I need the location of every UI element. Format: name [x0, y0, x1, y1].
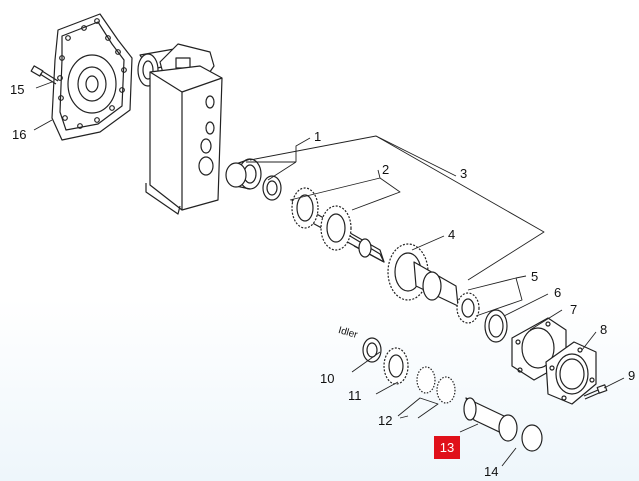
- callout-3: 3: [460, 166, 468, 181]
- callout-2: 2: [382, 162, 390, 177]
- part-5-bearing-right[interactable]: [456, 292, 480, 324]
- callout-5: 5: [531, 269, 539, 284]
- callout-4: 4: [448, 227, 456, 242]
- callout-12: 12: [378, 413, 393, 428]
- leader-lines: [33, 81, 625, 467]
- callout-1: 1: [314, 129, 322, 144]
- gearbox-housing: [137, 43, 223, 215]
- callout-13-selected[interactable]: 13: [434, 436, 460, 459]
- part-13-idler-shaft[interactable]: [463, 397, 518, 442]
- part-15-screw[interactable]: [30, 65, 59, 85]
- callout-6: 6: [554, 285, 562, 300]
- callout-14: 14: [484, 464, 499, 479]
- callout-9: 9: [628, 368, 636, 383]
- callout-10: 10: [320, 371, 335, 386]
- part-8-cover-plate[interactable]: [545, 341, 597, 405]
- part-12-needle-bearings[interactable]: [416, 366, 456, 404]
- callout-11: 11: [348, 388, 362, 403]
- part-16-mounting-plate[interactable]: [51, 13, 133, 141]
- callout-16: 16: [12, 127, 27, 142]
- part-10-washer[interactable]: [362, 337, 382, 363]
- part-1-bearing-left[interactable]: [225, 158, 282, 201]
- callout-8: 8: [600, 322, 608, 337]
- part-11-idler-gear[interactable]: [383, 347, 409, 385]
- part-9-bolt[interactable]: [583, 384, 608, 400]
- part-4-large-gear[interactable]: [387, 243, 459, 307]
- callout-15: 15: [10, 82, 25, 97]
- part-6-ring[interactable]: [484, 309, 508, 343]
- part-2-gear-cluster[interactable]: [291, 187, 385, 263]
- callout-7: 7: [570, 302, 578, 317]
- part-14-o-ring[interactable]: [521, 424, 543, 452]
